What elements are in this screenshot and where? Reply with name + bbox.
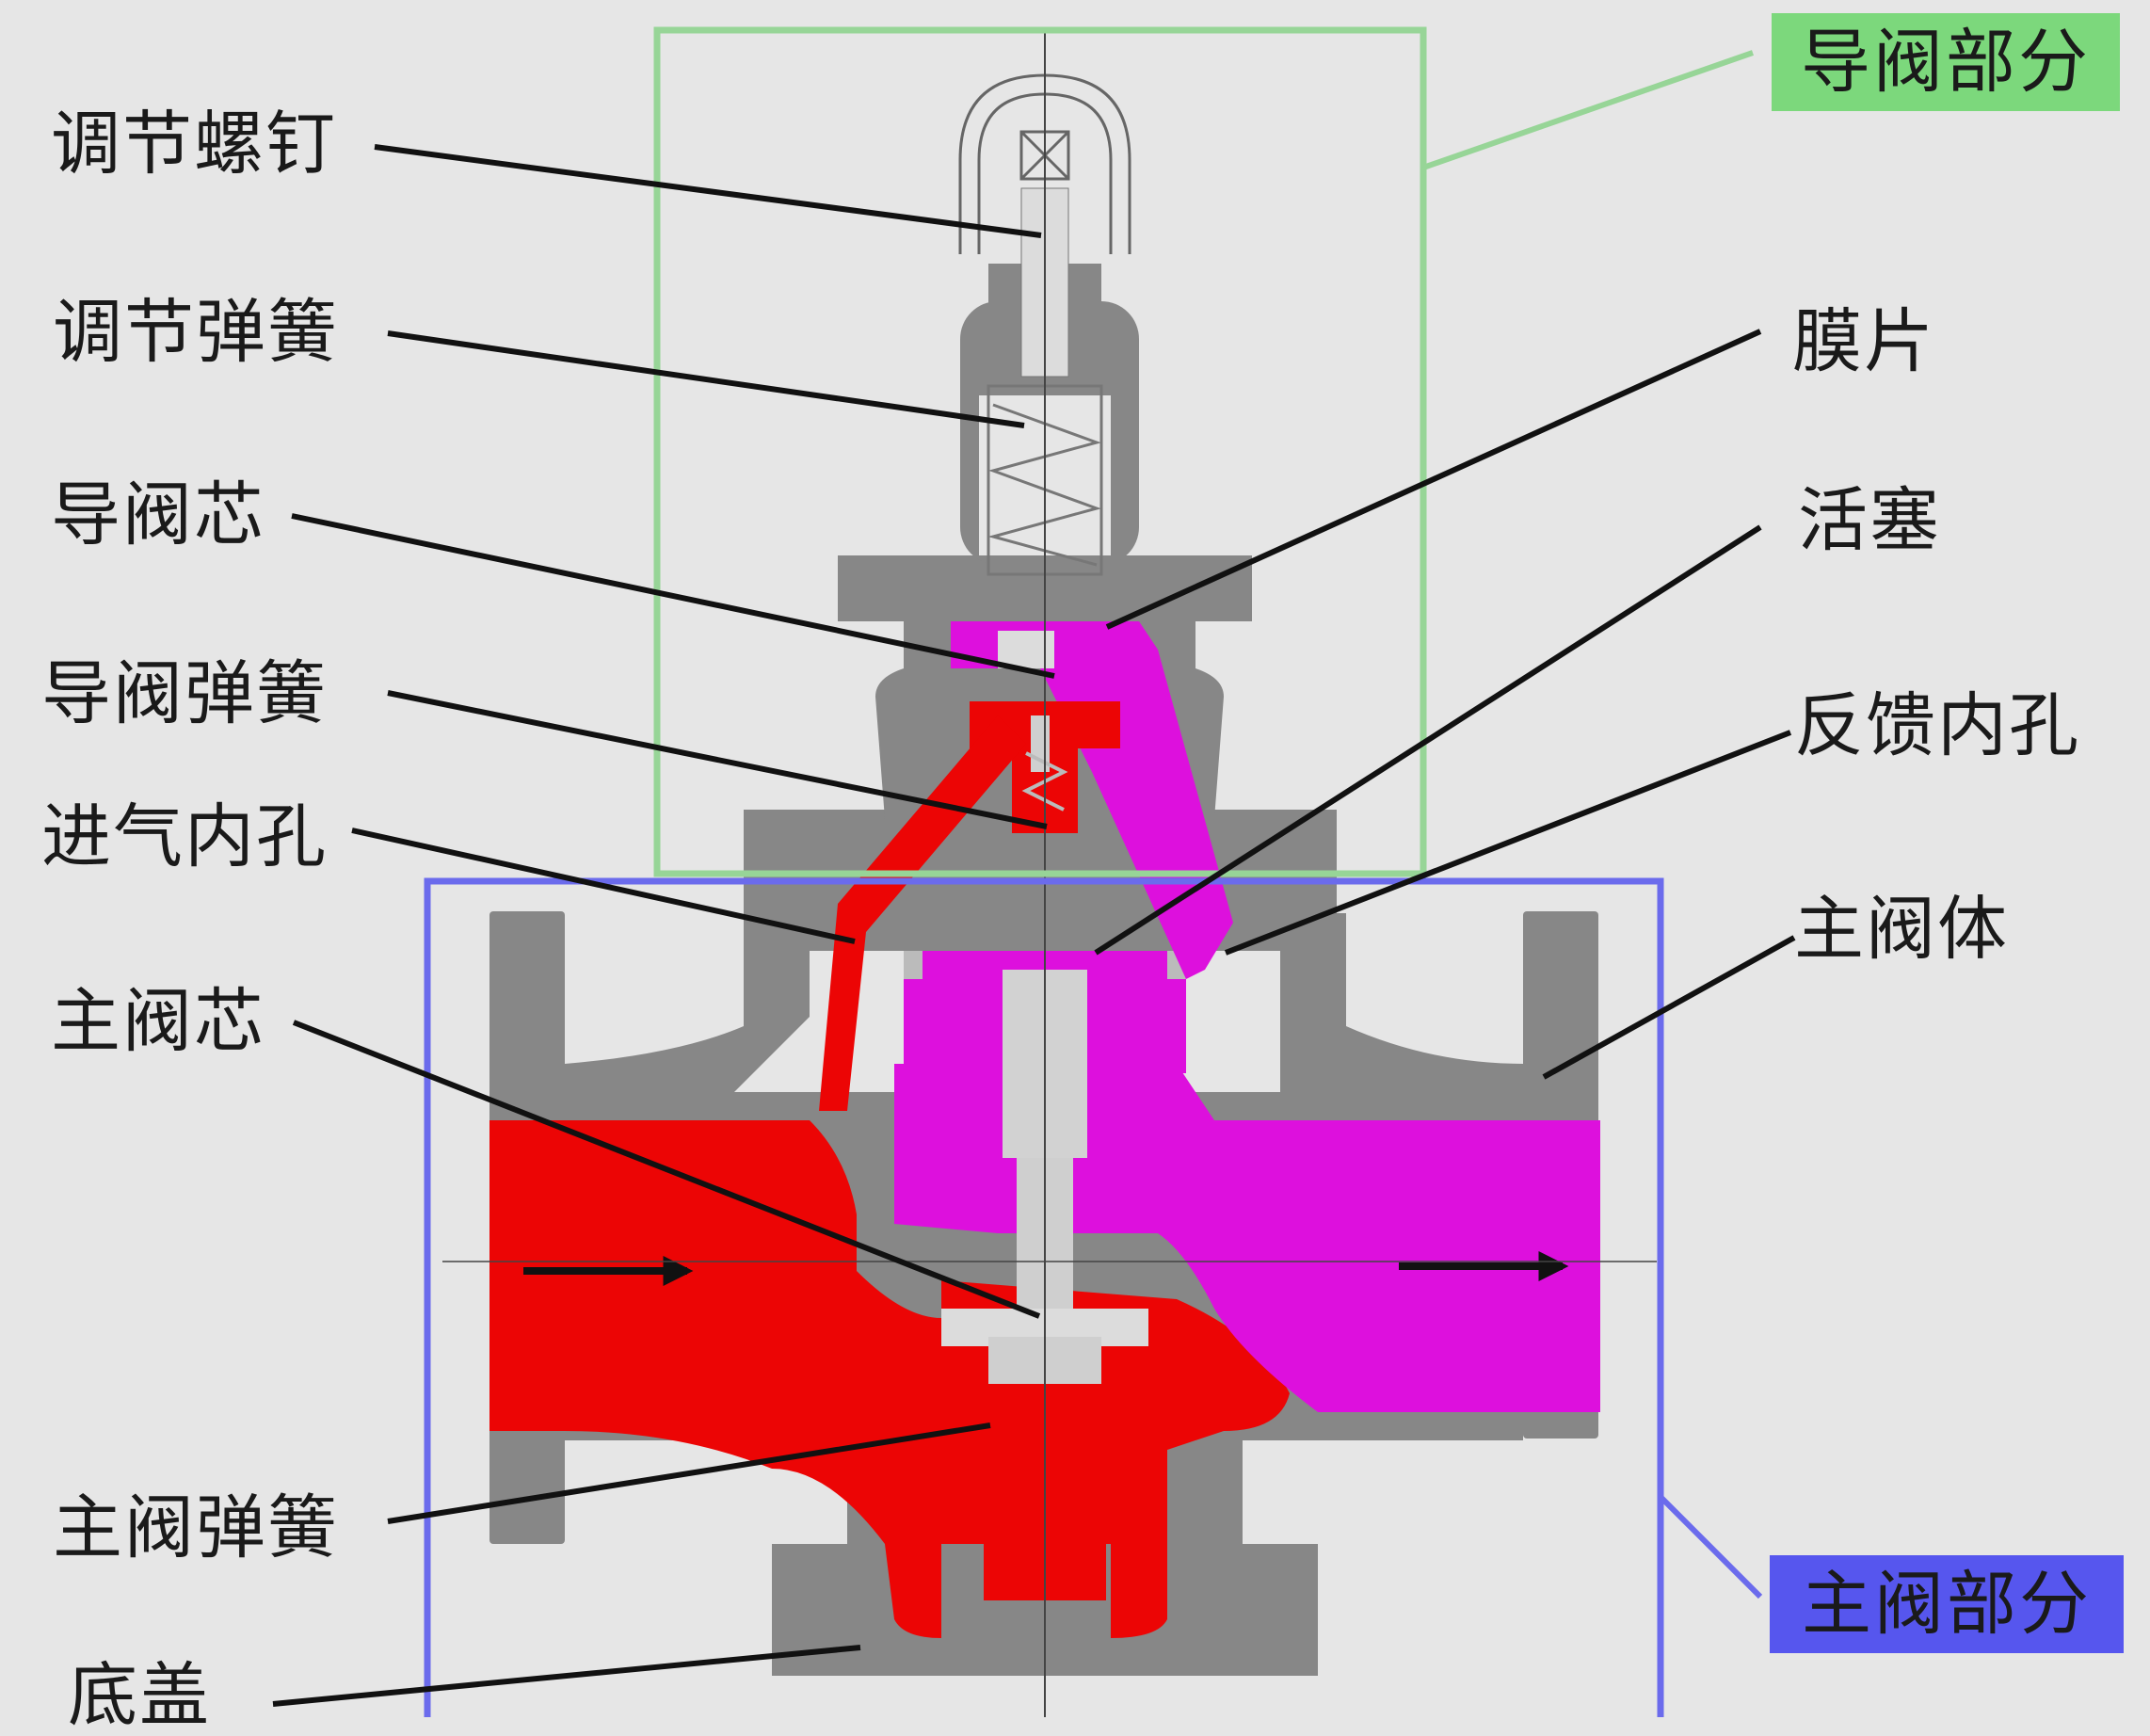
main-section-frame: [424, 877, 1664, 1717]
leader-main-core: [292, 1020, 1041, 1319]
label-inlet-hole: 进气内孔: [41, 796, 328, 877]
pilot-section-tag-bg: [1772, 13, 2120, 111]
leader-adjusting-spring: [387, 330, 1025, 428]
label-pilot-spring: 导阀弹簧: [41, 653, 328, 734]
label-adjusting-screw: 调节螺钉: [51, 104, 337, 185]
label-main-core: 主阀芯: [51, 981, 265, 1062]
label-feedback-hole: 反馈内孔: [1794, 685, 2080, 766]
label-piston: 活塞: [1798, 480, 1941, 561]
leader-pilot-core: [291, 513, 1055, 679]
leader-pilot-spring: [387, 690, 1048, 829]
main-tag-connector: [1658, 1494, 1763, 1599]
label-bottom-cover: 底盖: [68, 1655, 211, 1736]
leader-lines: [272, 144, 1796, 1707]
leader-adjusting-screw: [374, 144, 1042, 238]
main-section-tag-bg: [1770, 1555, 2124, 1653]
pilot-section-frame: [653, 26, 1427, 877]
label-pilot-core: 导阀芯: [51, 474, 265, 555]
leader-bottom-cover: [272, 1645, 861, 1707]
inlet-passage: [819, 715, 1026, 1111]
main-section-tag: 主阀部分: [1802, 1564, 2092, 1645]
leader-piston: [1094, 524, 1762, 956]
leader-feedback-hole: [1224, 730, 1792, 956]
pilot-upper-chamber: [951, 621, 1233, 979]
leader-main-body: [1542, 935, 1796, 1080]
leader-main-spring: [387, 1423, 991, 1524]
label-main-spring: 主阀弹簧: [53, 1487, 339, 1568]
leader-diaphragm: [1105, 329, 1762, 630]
pilot-tag-connector: [1422, 50, 1754, 170]
leader-inlet-hole: [351, 828, 856, 944]
label-main-body: 主阀体: [1794, 889, 2009, 970]
pilot-section-tag: 导阀部分: [1801, 22, 2091, 103]
label-diaphragm: 膜片: [1792, 301, 1935, 382]
label-adjusting-spring: 调节弹簧: [53, 292, 339, 373]
